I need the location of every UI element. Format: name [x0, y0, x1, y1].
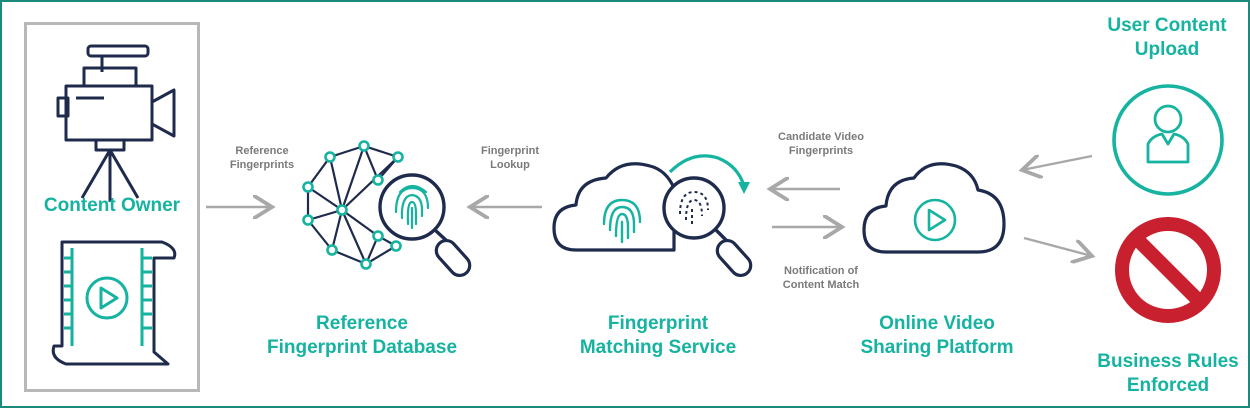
- notify-label: Notification of Content Match: [762, 264, 880, 292]
- lookup-line1: Fingerprint: [480, 145, 540, 157]
- ref-fp-line2: Fingerprints: [229, 159, 295, 171]
- notify-line1: Notification of: [784, 265, 858, 277]
- platform-label: Online Video Sharing Platform: [832, 312, 1042, 360]
- reference-db-line1: Reference: [316, 313, 408, 334]
- matching-line2: Matching Service: [579, 337, 737, 358]
- network-magnifier-icon: [302, 140, 472, 278]
- arrow-rules: [1023, 236, 1092, 256]
- candidate-label: Candidate Video Fingerprints: [754, 130, 888, 158]
- user-upload-icon: [1112, 84, 1224, 196]
- content-owner-box: [24, 22, 200, 392]
- film-reel-icon: [51, 240, 177, 366]
- reference-db-label: Reference Fingerprint Database: [242, 312, 482, 360]
- upload-line1: User Content: [1107, 15, 1227, 36]
- matching-cloud-icon: [552, 154, 753, 278]
- lookup-line2: Lookup: [490, 159, 530, 171]
- lookup-label: Fingerprint Lookup: [460, 144, 560, 172]
- content-owner-label: Content Owner: [43, 195, 181, 216]
- platform-cloud-icon: [862, 162, 1006, 254]
- upload-line2: Upload: [1134, 39, 1200, 60]
- rules-line1: Business Rules: [1097, 351, 1239, 372]
- candidate-line1: Candidate Video: [778, 131, 864, 143]
- arrow-upload: [1022, 156, 1093, 170]
- prohibited-icon: [1115, 217, 1221, 323]
- rules-label: Business Rules Enforced: [1084, 350, 1250, 398]
- reference-db-line2: Fingerprint Database: [266, 337, 458, 358]
- matching-label: Fingerprint Matching Service: [548, 312, 768, 360]
- candidate-line2: Fingerprints: [788, 145, 854, 157]
- notify-line2: Content Match: [782, 279, 860, 291]
- ref-fp-line1: Reference: [235, 145, 289, 157]
- ref-fingerprints-label: Reference Fingerprints: [212, 144, 312, 172]
- platform-line1: Online Video: [879, 313, 995, 334]
- matching-line1: Fingerprint: [607, 313, 709, 334]
- video-camera-icon: [56, 44, 176, 202]
- rules-line2: Enforced: [1126, 375, 1210, 396]
- platform-line2: Sharing Platform: [860, 337, 1014, 358]
- upload-label: User Content Upload: [1082, 14, 1250, 62]
